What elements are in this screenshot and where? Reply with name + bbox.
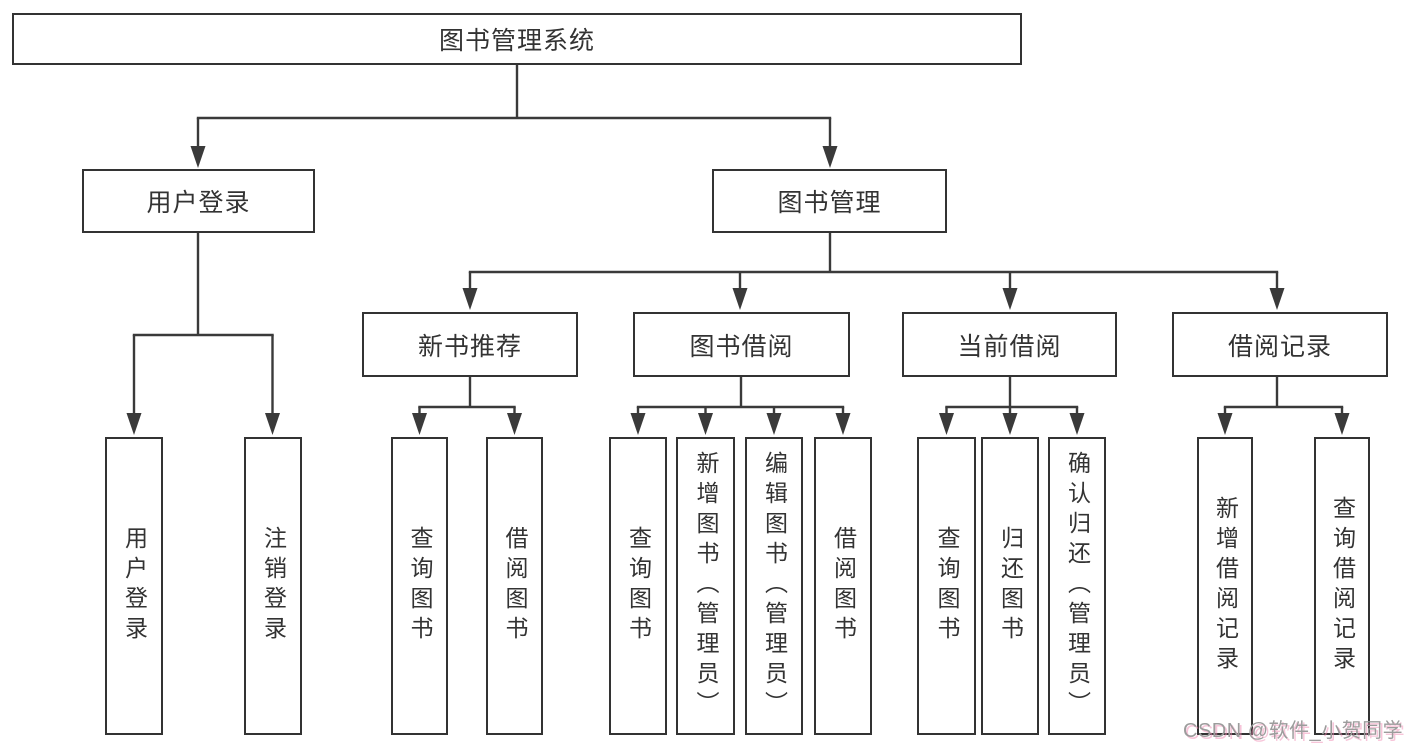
node-leaf-br-add-record: 新增借阅记录 — [1197, 437, 1253, 735]
node-leaf-bb-edit-books-admin: 编辑图书（管理员） — [745, 437, 803, 735]
node-book-management: 图书管理 — [712, 169, 947, 233]
node-leaf-nbr-borrow-books: 借阅图书 — [486, 437, 543, 735]
node-borrow-records: 借阅记录 — [1172, 312, 1388, 377]
node-root-system: 图书管理系统 — [12, 13, 1022, 65]
node-leaf-cb-confirm-return-admin: 确认归还（管理员） — [1048, 437, 1106, 735]
csdn-watermark: CSDN @软件_小贺同学 — [1183, 720, 1404, 742]
node-leaf-nbr-query-books: 查询图书 — [391, 437, 448, 735]
node-leaf-bb-query-books: 查询图书 — [609, 437, 667, 735]
node-leaf-logout: 注销登录 — [244, 437, 302, 735]
node-leaf-cb-return-books: 归还图书 — [981, 437, 1039, 735]
node-new-book-recommend: 新书推荐 — [362, 312, 578, 377]
node-leaf-user-login: 用户登录 — [105, 437, 163, 735]
node-book-borrow: 图书借阅 — [633, 312, 850, 377]
node-leaf-bb-add-books-admin: 新增图书（管理员） — [676, 437, 735, 735]
node-user-login: 用户登录 — [82, 169, 315, 233]
node-current-borrow: 当前借阅 — [902, 312, 1117, 377]
node-leaf-bb-borrow-books: 借阅图书 — [814, 437, 872, 735]
node-leaf-br-query-record: 查询借阅记录 — [1314, 437, 1370, 735]
node-leaf-cb-query-books: 查询图书 — [917, 437, 976, 735]
